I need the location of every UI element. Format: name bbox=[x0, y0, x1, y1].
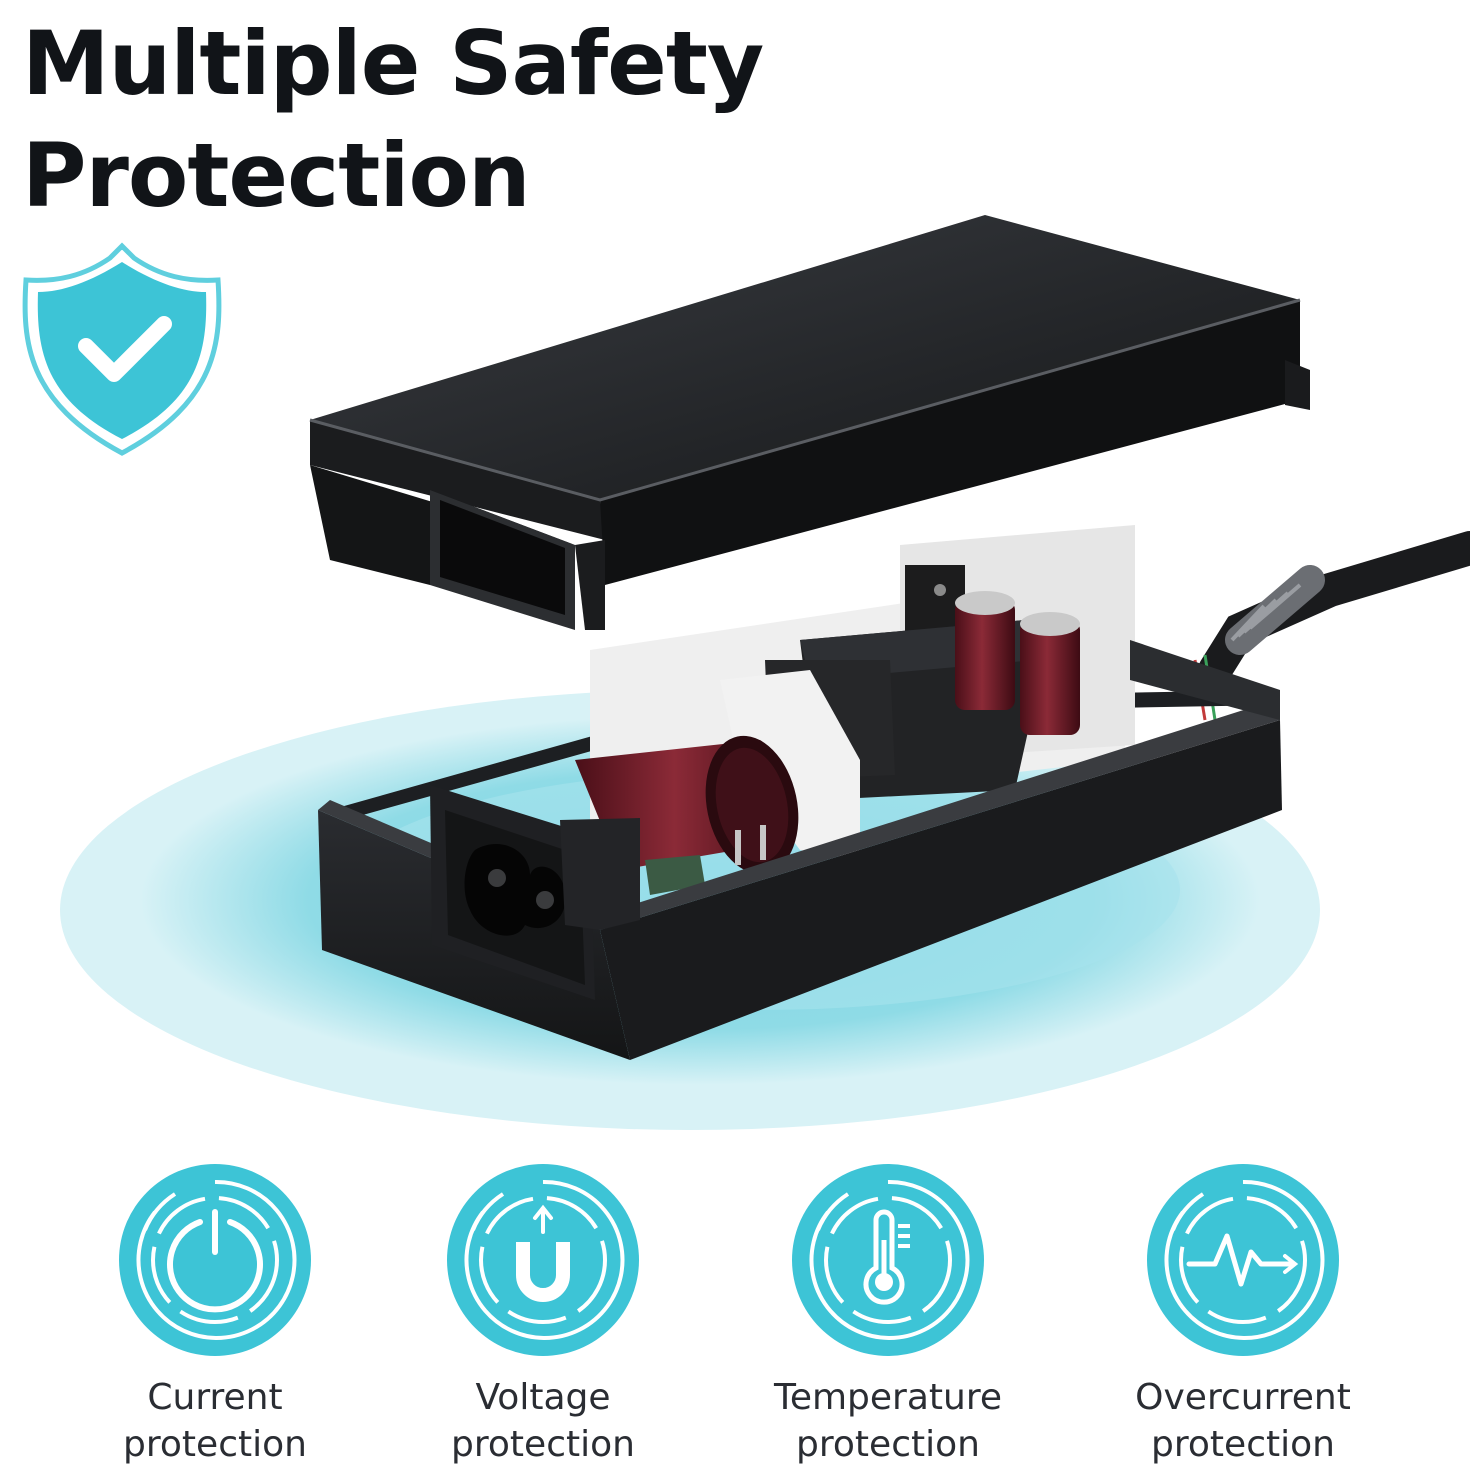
title-line-2: Protection bbox=[22, 124, 531, 227]
power-icon bbox=[119, 1164, 311, 1356]
magnet-icon bbox=[447, 1164, 639, 1356]
thermometer-icon bbox=[792, 1164, 984, 1356]
small-capacitor-1 bbox=[955, 600, 1015, 710]
feature-label-line-2: protection bbox=[451, 1424, 635, 1465]
feature-label-line-2: protection bbox=[796, 1424, 980, 1465]
feature-current-protection: Current protection bbox=[65, 1160, 365, 1470]
feature-overcurrent-protection: Overcurrent protection bbox=[1093, 1160, 1393, 1470]
feature-label-line-1: Voltage bbox=[475, 1377, 611, 1418]
feature-label-line-1: Overcurrent bbox=[1135, 1377, 1351, 1418]
feature-temperature-protection: Temperature protection bbox=[738, 1160, 1038, 1470]
adapter-lid-top bbox=[310, 215, 1300, 500]
feature-voltage-protection: Voltage protection bbox=[393, 1160, 693, 1470]
feature-list: Current protection Voltage protection bbox=[0, 1160, 1470, 1470]
title-line-1: Multiple Safety bbox=[22, 12, 764, 115]
white-heatsink bbox=[720, 670, 860, 860]
small-capacitor-2 bbox=[1020, 620, 1080, 735]
pulse-icon bbox=[1147, 1164, 1339, 1356]
shield-check-icon bbox=[22, 242, 222, 456]
adapter-lid-front bbox=[310, 420, 605, 540]
adapter-base-side bbox=[600, 720, 1282, 1060]
power-adapter-illustration bbox=[60, 215, 1470, 1130]
page-title: Multiple Safety Protection bbox=[22, 8, 764, 232]
feature-label-line-1: Temperature bbox=[773, 1377, 1003, 1418]
feature-label-line-2: protection bbox=[123, 1424, 307, 1465]
feature-label-line-2: protection bbox=[1151, 1424, 1335, 1465]
feature-label-line-1: Current bbox=[147, 1377, 283, 1418]
adapter-lid-side bbox=[600, 300, 1300, 585]
